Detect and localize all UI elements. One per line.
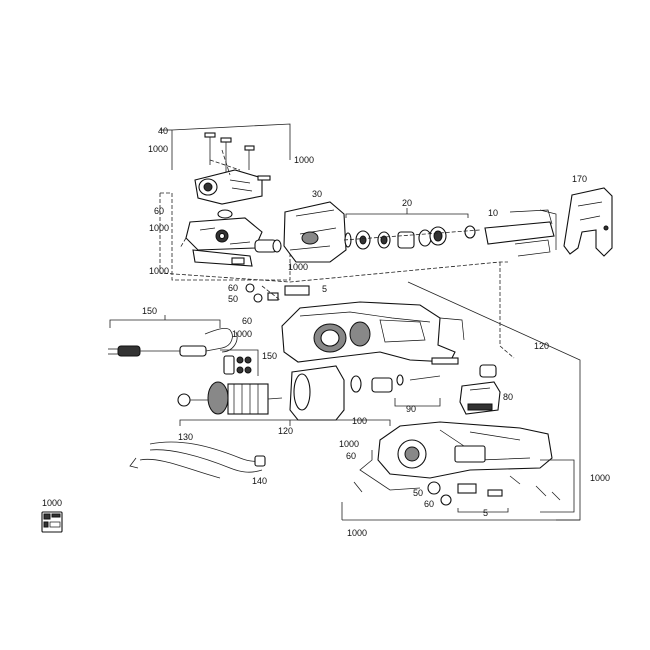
callout-60-c: 60: [424, 499, 434, 509]
hook-bracket: [563, 187, 613, 257]
spindle-parts-group: [343, 208, 481, 250]
armature: [177, 381, 283, 415]
callout-60-b: 60: [242, 316, 252, 326]
callout-1000-top-left: 1000: [148, 144, 168, 154]
wire-harness: [129, 441, 266, 479]
blade-holder: [484, 209, 557, 257]
field-stator: [179, 365, 391, 426]
callout-60-left: 60: [154, 206, 164, 216]
callout-120-bottom: 120: [278, 426, 293, 436]
small-parts-lower: [353, 475, 561, 513]
brush-holders: [220, 349, 259, 376]
callout-5-b: 5: [483, 508, 488, 518]
callout-90: 90: [406, 404, 416, 414]
callout-100: 100: [352, 416, 367, 426]
callout-1000-mid-left: 1000: [149, 223, 169, 233]
callout-1000-b: 1000: [232, 329, 252, 339]
callout-150-cord: 150: [142, 306, 157, 316]
callout-1000-mid-left-2: 1000: [149, 266, 169, 276]
callout-40: 40: [158, 126, 168, 136]
callout-50-b: 50: [413, 488, 423, 498]
front-housing-group: [283, 201, 347, 263]
callout-150-brush: 150: [262, 351, 277, 361]
callout-140: 140: [252, 476, 267, 486]
callout-1000-bottom: 1000: [347, 528, 367, 538]
callout-120-right: 120: [534, 341, 549, 351]
callout-50-a: 50: [228, 294, 238, 304]
callout-1000-label: 1000: [42, 498, 62, 508]
assembly-boundaries: [159, 193, 581, 521]
callout-130: 130: [178, 432, 193, 442]
callout-30: 30: [312, 189, 322, 199]
callout-labels: 40 1000 1000 30 20 10 170 60 1000 1000 1…: [42, 126, 610, 538]
callout-60-gear: 60: [346, 451, 356, 461]
callout-20: 20: [402, 198, 412, 208]
callout-5-a: 5: [322, 284, 327, 294]
callout-60-a: 60: [228, 283, 238, 293]
main-housing: [281, 301, 497, 378]
front-housing: [283, 201, 347, 263]
shoe-assembly-group: [160, 123, 291, 281]
gear-housing: [359, 421, 575, 513]
power-cord: [108, 315, 238, 357]
gear-parts: [350, 374, 441, 407]
small-parts-upper: [245, 283, 310, 303]
trigger-switch: [459, 381, 501, 415]
callout-1000-far-right: 1000: [590, 473, 610, 483]
screw-group-top: [204, 132, 255, 172]
callout-170: 170: [572, 174, 587, 184]
callout-1000-gear-a: 1000: [339, 439, 359, 449]
label-icon: [41, 511, 63, 533]
callout-10: 10: [488, 208, 498, 218]
callout-80: 80: [503, 392, 513, 402]
callout-1000-top-right: 1000: [294, 155, 314, 165]
clamp-ring: [217, 209, 233, 219]
shoe-body: [194, 169, 263, 205]
callout-1000-clamp: 1000: [288, 262, 308, 272]
